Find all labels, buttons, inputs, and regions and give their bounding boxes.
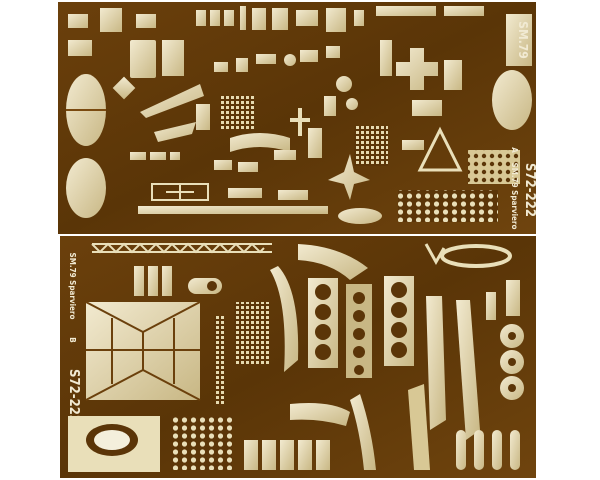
fret-a-part: [154, 122, 196, 142]
fret-a: SM.79 S72-222 SM.79 Sparviero A: [58, 2, 537, 234]
fret-b-strap: [408, 296, 480, 470]
fret-b-hole-column: [346, 284, 372, 378]
fret-a-oval-plate: [492, 70, 532, 130]
fret-a-label-group: SM.79 S72-222 SM.79 Sparviero A: [506, 14, 537, 229]
fret-a-part: [130, 40, 156, 78]
fret-a-part: [196, 104, 210, 130]
fret-b-blade: [270, 266, 299, 372]
fret-b-wheels: [500, 324, 524, 400]
fret-b-hole-column: [384, 276, 414, 366]
fret-b-blade: [298, 244, 368, 280]
fret-b-ladder: [214, 316, 224, 406]
fret-a-part: [402, 140, 424, 150]
fret-a-part: [170, 152, 180, 160]
fret-a-dot-panel: [398, 190, 498, 222]
fret-b-letter: B: [68, 337, 77, 342]
fret-a-title: SM.79 Sparviero: [510, 163, 519, 230]
fret-a-frame: [151, 183, 209, 201]
fret-a-strip-panel: [354, 126, 388, 166]
fret-b-truss: [91, 242, 272, 254]
fret-a-dot-panel: [468, 150, 520, 184]
fret-a-part: [68, 40, 92, 56]
fret-b-part: [506, 280, 520, 316]
fret-a-badge-plate: [506, 14, 532, 66]
fret-b-pill-bars: [456, 430, 520, 470]
fret-a-grid-panel: [220, 96, 254, 130]
fret-a-part: [100, 8, 122, 32]
fret-a-part: [308, 128, 322, 158]
fret-b-grid-block: [234, 302, 270, 366]
fret-b-large-panel: [85, 301, 201, 401]
fret-a-part: [412, 100, 442, 116]
fret-a-part: [338, 208, 382, 224]
fret-b: S72-222 SM.79 Sparviero B: [60, 236, 536, 478]
fret-a-badge-text: SM.79: [516, 21, 530, 59]
fret-a-part: [150, 152, 166, 160]
fret-a-part: [380, 40, 392, 76]
fret-a-letter: A: [510, 147, 519, 153]
fret-b-oval-ring: [440, 244, 512, 268]
fret-a-part: [140, 84, 204, 118]
fret-a-part: [136, 14, 156, 28]
fret-b-bottom-hole-inner: [94, 430, 130, 450]
fret-b-dot-panel: [170, 416, 232, 470]
fret-b-blade: [350, 394, 376, 470]
fret-a-part: [112, 76, 136, 100]
fret-a-part: [274, 150, 296, 160]
fret-a-part: [444, 60, 462, 90]
fret-b-code: S72-222: [66, 369, 81, 423]
fret-a-part: [290, 108, 310, 136]
fret-a-part: [66, 158, 106, 218]
fret-a-propeller: [328, 154, 370, 200]
fret-a-part: [130, 152, 146, 160]
fret-a-part: [68, 14, 88, 28]
fret-a-small-parts: [214, 46, 358, 172]
fret-a-long-strip: [138, 206, 328, 214]
fret-b-title: SM.79 Sparviero: [68, 253, 77, 320]
fret-a-part: [278, 190, 308, 200]
fret-b-part: [207, 281, 217, 291]
fret-b-hole-column: [308, 278, 338, 368]
fret-a-code: S72-222: [522, 163, 537, 217]
fret-a-part: [162, 40, 184, 76]
fret-b-part: [486, 292, 496, 320]
fret-a-part: [228, 188, 262, 198]
fret-a-part: [230, 133, 290, 152]
fret-a-cross-part: [396, 48, 438, 90]
fret-b-part: [424, 243, 446, 266]
fret-a-frame: [166, 184, 194, 200]
fret-b-bars: [134, 266, 172, 296]
fret-b-bottom-row: [244, 440, 330, 470]
fret-a-top-row: [196, 6, 484, 32]
fret-b-blade: [290, 403, 350, 426]
fret-a-triangle: [417, 126, 463, 172]
